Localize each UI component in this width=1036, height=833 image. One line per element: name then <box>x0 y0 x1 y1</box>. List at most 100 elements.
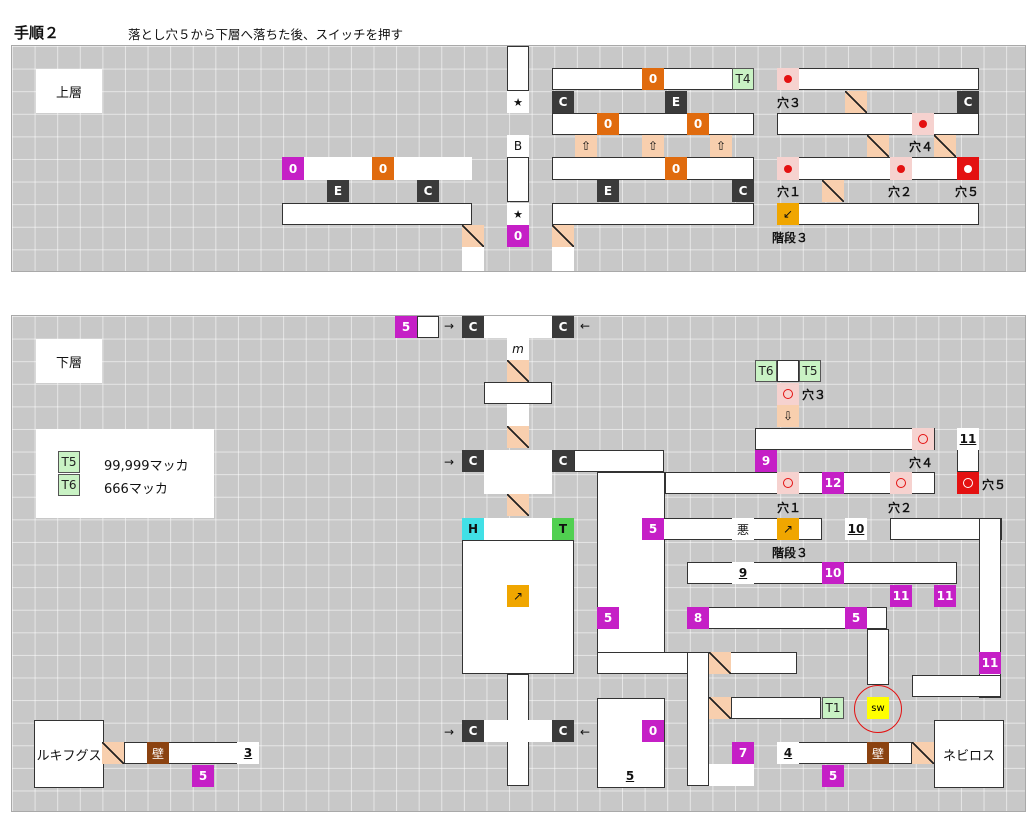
tile-five: 5 <box>597 607 619 629</box>
tile-c: C <box>732 180 754 202</box>
upper-floor-label: 上層 <box>36 69 102 113</box>
tile-zero: 0 <box>372 157 394 180</box>
tile-five: 5 <box>192 765 214 787</box>
tile-e: E <box>327 180 349 202</box>
tile-four: 4 <box>777 742 799 764</box>
tile-t6: T6 <box>755 360 777 382</box>
tile-c: C <box>552 316 574 338</box>
corridor <box>484 720 552 742</box>
hole3-tile <box>777 383 799 405</box>
hole1-label: 穴１ <box>777 185 802 199</box>
corridor <box>507 404 529 426</box>
hole1-tile <box>777 472 799 494</box>
tile-zero: 0 <box>687 113 709 135</box>
arrow-right: → <box>444 725 455 739</box>
corridor <box>507 46 529 91</box>
tile-five: 5 <box>822 765 844 787</box>
hole4-label: 穴４ <box>909 140 934 154</box>
stairs-tile <box>709 697 731 719</box>
tile-e: E <box>597 180 619 202</box>
tile-c: C <box>417 180 439 202</box>
tile-t1: T1 <box>822 697 844 719</box>
stairs-tile <box>507 426 529 448</box>
stairs-tile <box>822 180 844 202</box>
corridor <box>777 360 799 382</box>
page-title: 手順２ <box>14 24 60 42</box>
hole2-label: 穴２ <box>888 501 913 515</box>
corridor <box>484 316 552 338</box>
up-arrow-tile: ⇧ <box>642 135 664 157</box>
tile-zero: 0 <box>597 113 619 135</box>
tile-five: 5 <box>642 518 664 540</box>
tile-zero: 0 <box>642 68 664 90</box>
tile-t4: T4 <box>732 68 754 90</box>
hole4-tile <box>912 428 934 450</box>
tile-zero: 0 <box>282 157 304 180</box>
tile-t: T <box>552 518 574 540</box>
tile-c: C <box>462 720 484 742</box>
corridor <box>777 157 979 180</box>
tile-eleven: 11 <box>957 428 979 450</box>
stairs-tile <box>462 225 484 247</box>
tile-c: C <box>957 91 979 113</box>
corridor <box>484 450 552 472</box>
corridor <box>665 472 935 494</box>
hole5-label: 穴５ <box>955 185 980 199</box>
tile-c: C <box>462 450 484 472</box>
switch-highlight-ring <box>854 685 902 733</box>
down-arrow-tile: ⇩ <box>777 405 799 427</box>
tile-eleven: 11 <box>979 652 1001 674</box>
stairs-tile <box>552 225 574 247</box>
tile-seven: 7 <box>732 742 754 764</box>
stairs3-tile: ↙ <box>777 203 799 225</box>
tile-c: C <box>552 720 574 742</box>
legend-box: T5 99,999マッカ T6 666マッカ <box>36 429 214 518</box>
tile-c: C <box>552 91 574 113</box>
corridor <box>867 629 889 685</box>
hole5-tile <box>957 472 979 494</box>
tile-h: H <box>462 518 484 540</box>
upper-floor-map: 上層 0 0 E C ★ B ★ 0 0 T4 C E 0 0 ⇧ ⇧ ⇧ 0 … <box>11 45 1026 272</box>
corridor <box>777 203 979 225</box>
tile-five: 5 <box>619 765 641 787</box>
stairs-tile <box>507 494 529 516</box>
hole5-label: 穴５ <box>982 478 1007 492</box>
tile-ten: 10 <box>845 518 867 540</box>
arrow-left: ← <box>580 725 591 739</box>
corridor <box>912 675 1001 697</box>
legend-t5-tag: T5 <box>58 451 80 473</box>
rukifugusu-room: ルキフグス <box>34 720 104 788</box>
corridor <box>484 518 552 540</box>
tile-b: B <box>507 135 529 157</box>
hole2-tile <box>890 157 912 180</box>
hole3-label: 穴３ <box>777 96 802 110</box>
tile-three: 3 <box>237 742 259 764</box>
tile-star: ★ <box>507 203 529 225</box>
up-arrow-tile: ⇧ <box>575 135 597 157</box>
tile-five: 5 <box>845 607 867 629</box>
corridor <box>282 203 472 225</box>
corridor <box>417 316 439 338</box>
corridor <box>552 113 754 135</box>
corridor <box>709 764 754 786</box>
lower-floor-label: 下層 <box>36 339 102 383</box>
tile-aku: 悪 <box>732 518 754 540</box>
corridor <box>484 472 552 494</box>
stairs-tile <box>912 742 934 764</box>
corridor <box>552 247 574 271</box>
stairs-tile <box>845 91 867 113</box>
hole1-tile <box>777 157 799 180</box>
corridor <box>597 472 665 674</box>
corridor <box>462 247 484 271</box>
tile-eight: 8 <box>687 607 709 629</box>
tile-star: ★ <box>507 91 529 113</box>
corridor <box>507 157 529 202</box>
stairs-tile <box>709 652 731 674</box>
corridor <box>755 428 935 450</box>
corridor <box>574 450 664 472</box>
wall-tile: 壁 <box>147 742 169 764</box>
hole2-label: 穴２ <box>888 185 913 199</box>
tile-e: E <box>665 91 687 113</box>
arrow-left: ← <box>580 319 591 333</box>
tile-t5: T5 <box>799 360 821 382</box>
